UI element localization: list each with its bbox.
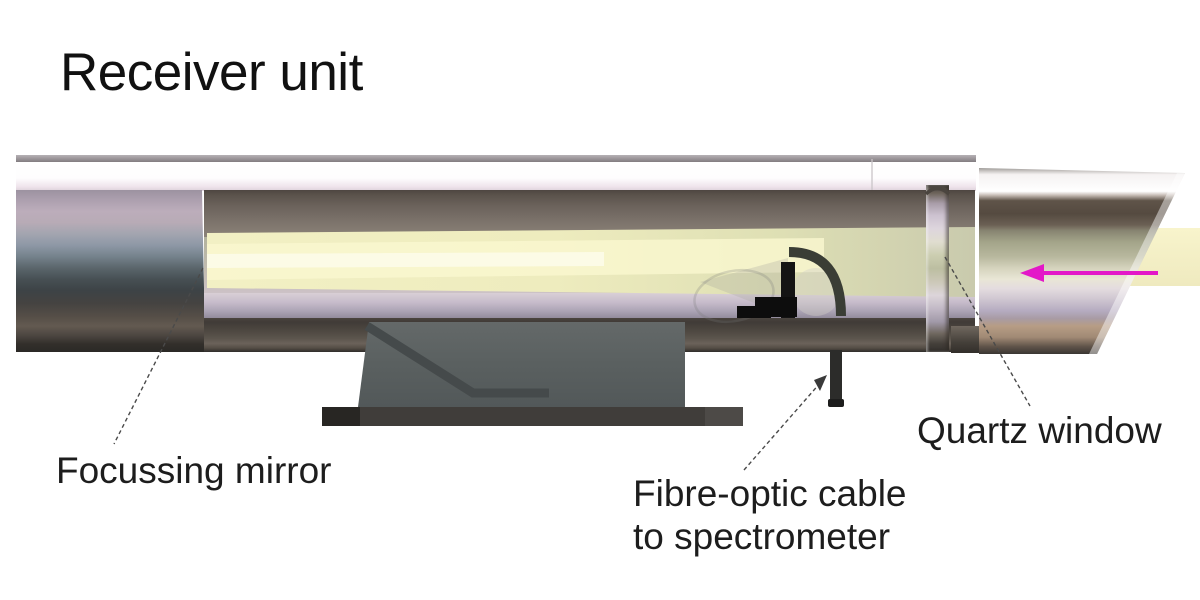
light-beam-core — [207, 252, 604, 268]
fibre-optic-label-line1: Fibre-optic cable — [633, 473, 907, 514]
incoming-beam-arrow-icon — [1020, 264, 1044, 282]
quartz-ring-top-cap — [924, 186, 951, 196]
mirror-end-cap — [16, 190, 214, 352]
page-title: Receiver unit — [60, 43, 363, 102]
tube-shell-seam — [871, 159, 873, 191]
fibre-optic-cable-bend — [788, 247, 846, 317]
fibre-mount-step-lower — [737, 306, 771, 318]
focussing-mirror-label: Focussing mirror — [56, 450, 332, 491]
translucent-lens-outline — [693, 268, 775, 324]
pedestal-brace — [364, 322, 549, 398]
pedestal-base-plate — [322, 407, 743, 426]
fibre-optic-label-line2: to spectrometer — [633, 516, 891, 557]
quartz-window-label: Quartz window — [917, 410, 1162, 451]
fibre-holder-disc — [792, 268, 840, 316]
base-plate-left-cap — [322, 407, 360, 426]
tube-inner-bottom-wall — [204, 293, 975, 319]
fibre-optic-cable-rod — [830, 350, 842, 402]
quartz-window-ring — [926, 185, 949, 352]
fibre-optic-cable-tip — [828, 399, 844, 407]
quartz-window-leader-line — [944, 256, 1031, 407]
focussing-mirror-leader-line — [113, 267, 204, 445]
fibre-optic-leader-arrowhead-icon — [814, 375, 827, 391]
tube-outer-top-edge — [16, 155, 976, 162]
fibre-optic-label: Fibre-optic cable to spectrometer — [633, 472, 907, 558]
tube-outer-shell-highlight — [16, 162, 976, 191]
fibre-optic-leader-line — [743, 381, 822, 471]
base-plate-right-cap — [705, 407, 743, 426]
